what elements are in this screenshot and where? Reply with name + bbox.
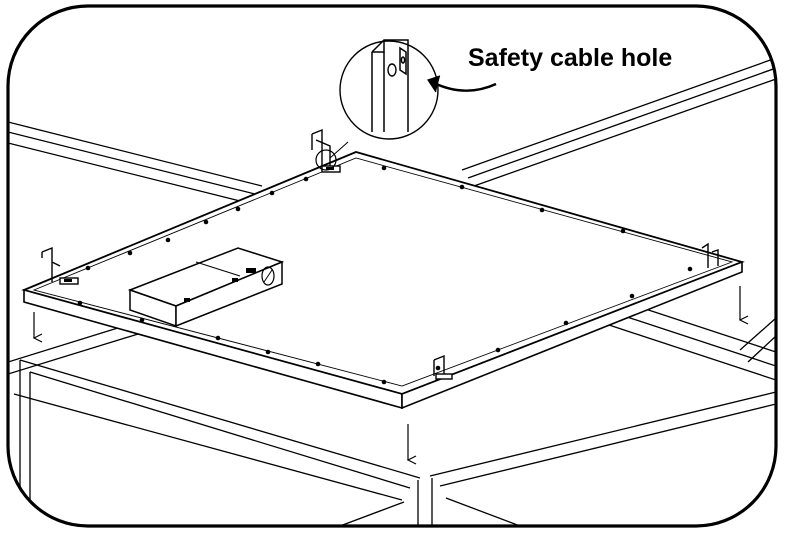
- down-arrow-icons: [34, 286, 740, 460]
- safety-cable-hole-label: Safety cable hole: [468, 44, 673, 72]
- ceiling-grid-front-main: [13, 359, 776, 526]
- magnifier-target-ring: [315, 149, 337, 171]
- ceiling-grid-back-left: [8, 121, 263, 204]
- diagram-frame: [6, 4, 778, 528]
- mounting-bracket-right: [701, 242, 719, 268]
- mounting-bracket-front: [433, 354, 453, 380]
- magnifier-circle: [339, 40, 439, 140]
- bracket-detail: [371, 39, 409, 132]
- driver-box: [127, 247, 285, 328]
- magnifier-leader: [329, 141, 349, 159]
- curved-arrow-icon: [427, 75, 497, 93]
- ceiling-grid-back-right: [461, 57, 776, 187]
- mounting-bracket-top: [311, 128, 341, 173]
- ceiling-grid-front-left: [8, 317, 165, 526]
- frame-screws: [77, 165, 693, 385]
- led-panel-frame-inner: [32, 157, 734, 387]
- safety-cable-hole-icon: [387, 63, 397, 77]
- led-panel-top: [21, 151, 745, 395]
- mounting-bracket-left: [41, 246, 79, 285]
- led-panel-side-right: [401, 260, 743, 410]
